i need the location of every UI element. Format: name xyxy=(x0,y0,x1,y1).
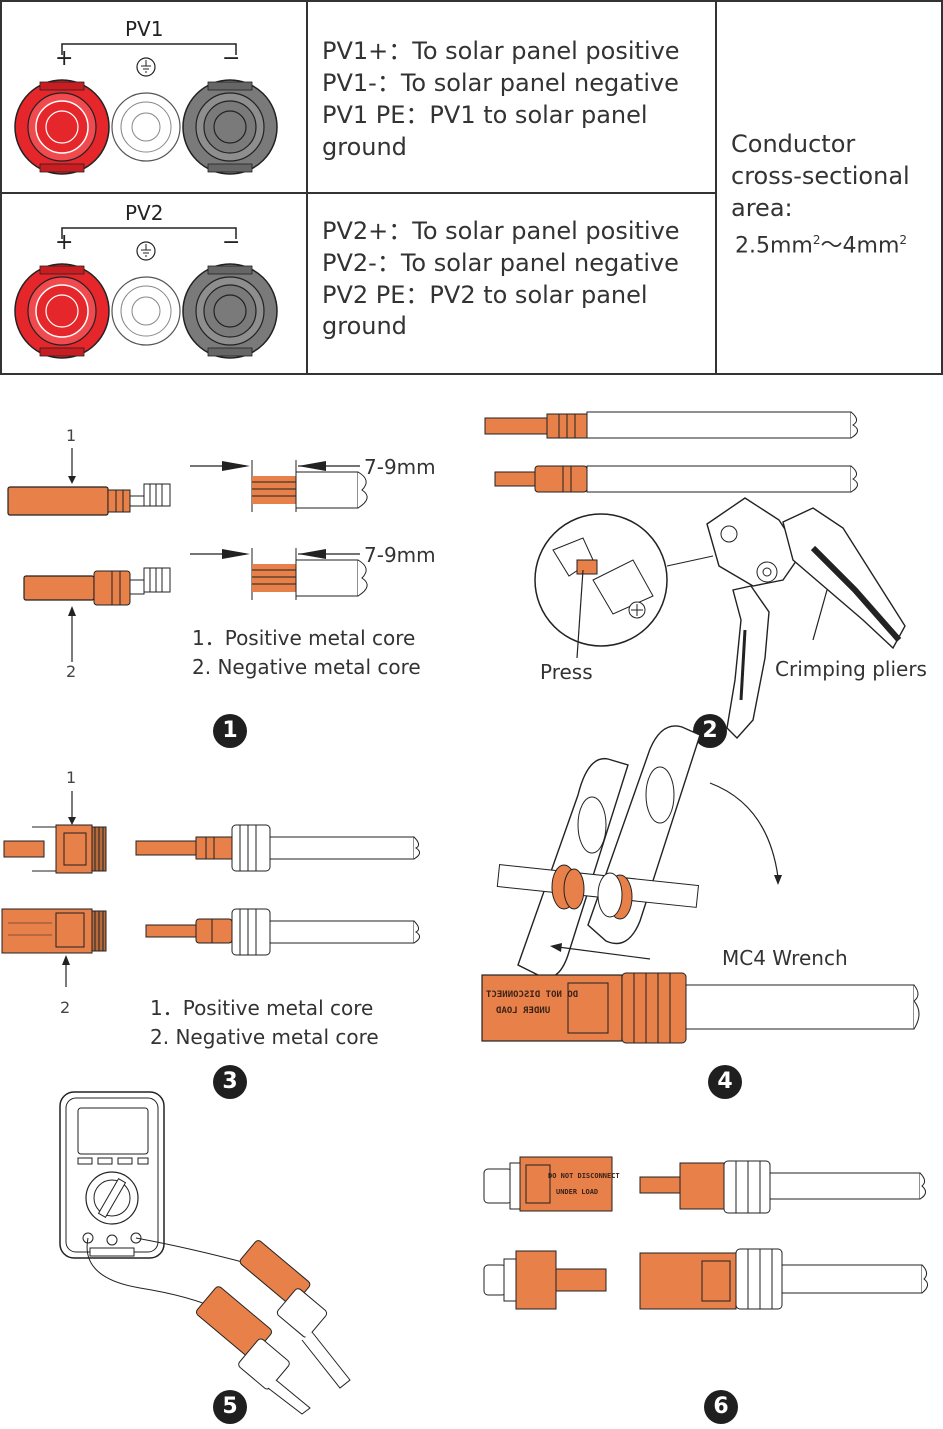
pv1-line-ground: ground xyxy=(322,133,407,161)
positive-connector-test-icon xyxy=(239,1240,351,1389)
pv1-line-negative: PV1-：To solar panel negative xyxy=(322,69,679,97)
pv-terminal-table: PV1 + − xyxy=(0,0,943,375)
negative-connector-housing-icon xyxy=(1,908,107,954)
pv2-label: PV2 xyxy=(125,201,164,225)
pv1-plus-sign: + xyxy=(55,46,74,71)
pv1-ground-terminal-icon xyxy=(111,92,181,162)
table-grid xyxy=(0,0,943,375)
pv1-positive-terminal-icon xyxy=(14,79,110,175)
step1-legend-1: 1．Positive metal core xyxy=(192,626,416,650)
negative-connector-test-icon xyxy=(195,1286,311,1415)
crimped-core-bottom-icon xyxy=(494,465,858,493)
step4-connector-label-2: UNDER LOAD xyxy=(496,1006,551,1016)
strip-length-bottom: 7-9mm xyxy=(364,543,436,567)
assembled-connector-icon xyxy=(481,972,920,1044)
crimping-pliers-label: Crimping pliers xyxy=(775,657,927,681)
step6-connector-label-2: UNDER LOAD xyxy=(556,1188,599,1196)
step3-callout-2: 2 xyxy=(60,998,71,1017)
step-number-3: 3 xyxy=(213,1065,247,1099)
mc4-wrench-label: MC4 Wrench xyxy=(722,946,848,970)
step1-legend-2: 2. Negative metal core xyxy=(192,655,421,679)
conductor-range: 2.5mm2～4mm2 xyxy=(735,224,907,262)
step4-connector-label-1: DO NOT DISCONNECT xyxy=(486,990,579,1000)
pv2-line-positive: PV2+：To solar panel positive xyxy=(322,217,680,245)
step3-legend-1: 1．Positive metal core xyxy=(150,996,374,1020)
step3-legend-2: 2. Negative metal core xyxy=(150,1025,379,1049)
conductor-line-1: Conductor xyxy=(731,130,856,158)
press-label: Press xyxy=(540,660,593,684)
pv1-line-pe: PV1 PE：PV1 to solar panel xyxy=(322,101,648,129)
step3-callout-1: 1 xyxy=(66,768,77,787)
strip-length-top: 7-9mm xyxy=(364,455,436,479)
positive-connector-housing-icon xyxy=(3,824,107,874)
pv2-line-negative: PV2-：To solar panel negative xyxy=(322,249,679,277)
ground-symbol-icon xyxy=(136,241,156,261)
step2-illustration xyxy=(484,411,906,740)
step-number-2: 2 xyxy=(693,714,727,748)
stripped-wire-top-icon xyxy=(190,460,368,512)
step5-illustration xyxy=(59,1091,351,1415)
positive-metal-core-icon xyxy=(7,483,171,516)
step1-callout-2: 2 xyxy=(66,662,77,681)
pv2-minus-sign: − xyxy=(222,230,241,255)
pv1-line-positive: PV1+：To solar panel positive xyxy=(322,37,680,65)
pv1-bracket xyxy=(61,43,237,55)
range-sep: ～ xyxy=(820,233,843,259)
pv1-label: PV1 xyxy=(125,17,164,41)
pv2-connector-row xyxy=(14,263,278,359)
pv1-connector-row xyxy=(14,79,278,175)
range-to-exponent: 2 xyxy=(899,233,908,247)
stripped-wire-bottom-icon xyxy=(190,548,368,600)
conductor-line-2: cross-sectional xyxy=(731,162,910,190)
range-from-exponent: 2 xyxy=(812,233,821,247)
conductor-line-3: area: xyxy=(731,194,793,222)
step-number-6: 6 xyxy=(704,1390,738,1424)
panel-mount-socket-male-icon xyxy=(483,1250,607,1310)
positive-plug-assembly-icon xyxy=(639,1160,926,1214)
step4-illustration xyxy=(481,725,920,1044)
step1-illustration xyxy=(7,448,368,662)
pv2-plus-sign: + xyxy=(55,230,74,255)
step6-illustration xyxy=(483,1156,928,1310)
crimped-core-top-icon xyxy=(484,411,858,439)
pv2-ground-terminal-icon xyxy=(111,276,181,346)
step-number-1: 1 xyxy=(213,714,247,748)
range-from: 2.5mm xyxy=(735,233,813,259)
multimeter-icon xyxy=(59,1091,165,1259)
pv1-minus-sign: − xyxy=(222,46,241,71)
step3-illustration xyxy=(1,791,420,987)
crimping-pliers-icon xyxy=(706,497,906,740)
negative-wire-assembly-icon xyxy=(145,908,420,956)
pv1-negative-terminal-icon xyxy=(182,79,278,175)
range-to: 4mm xyxy=(842,233,900,259)
pv2-bracket xyxy=(61,227,237,239)
positive-wire-assembly-icon xyxy=(135,824,420,872)
pv2-line-pe: PV2 PE：PV2 to solar panel xyxy=(322,281,648,309)
ground-symbol-icon xyxy=(136,57,156,77)
negative-plug-assembly-icon xyxy=(639,1248,928,1310)
magnifier-detail-icon xyxy=(534,513,714,647)
step-number-4: 4 xyxy=(708,1065,742,1099)
step6-connector-label-1: DO NOT DISCONNECT xyxy=(548,1172,620,1180)
negative-metal-core-icon xyxy=(23,567,171,606)
mc4-wrench-icon xyxy=(496,725,701,979)
panel-mount-socket-female-icon xyxy=(483,1156,613,1212)
pv2-positive-terminal-icon xyxy=(14,263,110,359)
step-number-5: 5 xyxy=(213,1390,247,1424)
step1-callout-1: 1 xyxy=(66,426,77,445)
pv2-negative-terminal-icon xyxy=(182,263,278,359)
pv2-line-ground: ground xyxy=(322,312,407,340)
